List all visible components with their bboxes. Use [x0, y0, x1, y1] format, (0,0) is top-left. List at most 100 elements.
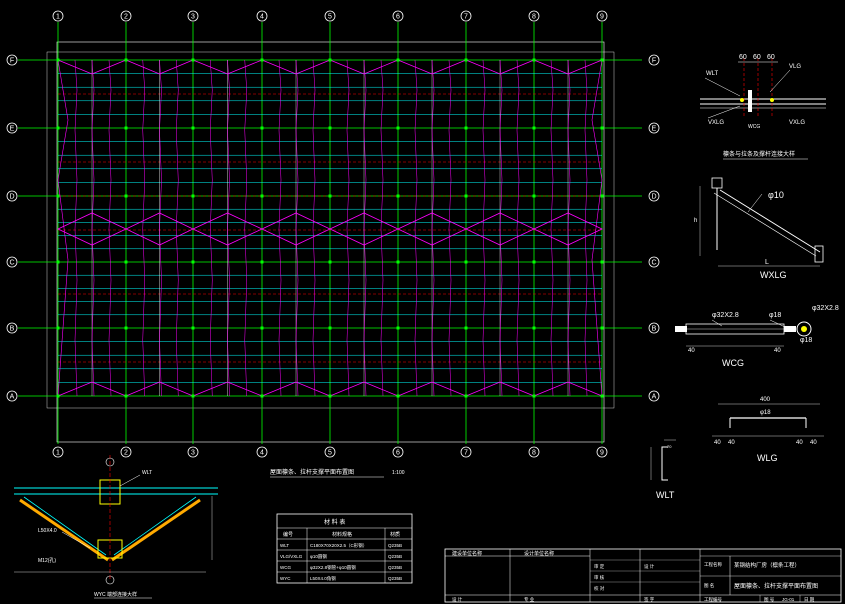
purlin-lines [58, 60, 602, 396]
wyc-label-bolt: M12(孔) [38, 557, 56, 564]
axis-label-row-F-left: F [10, 58, 14, 65]
axis-label-col-1-top: 1 [56, 14, 60, 21]
axis-bubble-6 [392, 10, 404, 22]
axis-bubble-2 [120, 10, 132, 22]
wlt-name: WLT [656, 490, 675, 500]
axis-bubble-F [6, 54, 18, 66]
material-cell-0-2: Q235B [388, 543, 402, 548]
title-col1-head: 建设单位名称 [452, 550, 482, 557]
dim-60-c: 60 [767, 54, 775, 61]
title-sign: 签 字 [644, 596, 655, 602]
axis-label-row-A-left: A [10, 394, 15, 401]
axis-label-col-9-top: 9 [600, 14, 604, 21]
axis-label-col-7-bottom: 7 [464, 450, 468, 457]
axis-label-row-E-left: E [10, 126, 15, 133]
wlg-dim-1: 40 [714, 440, 721, 446]
axis-bubble-7 [460, 446, 472, 458]
wxlg-name: WXLG [760, 270, 787, 280]
axis-bubble-E [6, 122, 18, 134]
title-row-3: 校 对 [594, 585, 605, 592]
axis-bubble-B [648, 322, 660, 334]
material-cell-3-1: L50X4.0角钢 [310, 575, 336, 582]
axis-bubble-8 [528, 446, 540, 458]
wcg-name: WCG [722, 358, 744, 368]
wlg-dim-2: 40 [728, 440, 735, 446]
detail-connection-caption: 檩条与拉条及撑杆连接大样 [723, 150, 795, 158]
axis-bubble-D [6, 190, 18, 202]
axis-bubble-D [648, 190, 660, 202]
axis-bubble-4 [256, 446, 268, 458]
label-vlg: VLG [789, 64, 801, 70]
axis-bubble-1 [52, 446, 64, 458]
axis-label-col-1-bottom: 1 [56, 450, 60, 457]
wyc-caption: WYC 端部连接大样 [94, 591, 137, 598]
axis-label-row-F-right: F [652, 58, 656, 65]
title-row-2: 审 核 [594, 574, 605, 581]
material-cell-1-1: φ10圆钢 [310, 553, 327, 560]
axis-label-col-4-bottom: 4 [260, 450, 264, 457]
axis-label-row-E-right: E [652, 126, 657, 133]
material-cell-0-0: WLT [280, 543, 289, 548]
plan-outer-frame [46, 51, 615, 409]
material-header-grade: 材质 [390, 531, 400, 538]
material-cell-3-0: WYC [280, 576, 291, 581]
title-row-1: 审 定 [594, 563, 605, 570]
axis-label-col-3-top: 3 [191, 14, 195, 21]
material-cell-0-1: C180X70X20X2.5（C形钢） [310, 542, 367, 549]
wyc-label-angle: L50X4.0 [38, 528, 57, 534]
axis-label-col-6-top: 6 [396, 14, 400, 21]
plan-scale: 1:100 [392, 470, 405, 476]
title-bottom-1: 工程编号 [704, 596, 722, 603]
wlg-dim-top: 400 [760, 397, 771, 403]
material-header-code: 编号 [283, 531, 293, 538]
wxlg-dim-h: h [694, 218, 697, 224]
title-drawing-name: 屋面檩条、拉杆支撑平面布置图 [734, 582, 818, 590]
wlt-dim: 70 [667, 444, 672, 449]
axis-label-row-B-left: B [10, 326, 15, 333]
title-row-4: 设 计 [644, 563, 655, 570]
axis-label-col-5-top: 5 [328, 14, 332, 21]
material-table-title: 材 料 表 [324, 518, 345, 526]
label-vxlg: VXLG [708, 120, 724, 126]
axis-label-col-2-top: 2 [124, 14, 128, 21]
axis-label-row-C-right: C [651, 260, 656, 267]
axis-label-col-7-top: 7 [464, 14, 468, 21]
axis-bubble-2 [120, 446, 132, 458]
title-col2-head: 设计单位名称 [524, 550, 554, 557]
axis-bubble-A [648, 390, 660, 402]
axis-bubble-5 [324, 446, 336, 458]
detail-wxlg: h L φ10 WXLG [694, 177, 824, 280]
wlg-dim-3: 40 [796, 440, 803, 446]
detail-wyc: WLT L50X4.0 M12(孔) WYC 端部连接大样 [14, 455, 218, 599]
title-bottom-2: 图 号 [764, 597, 775, 603]
title-project-label: 工程名称 [704, 561, 722, 568]
axis-bubble-5 [324, 10, 336, 22]
axis-bubble-3 [187, 10, 199, 22]
material-cell-2-0: WCG [280, 565, 291, 570]
title-footer-mid: 专 业 [524, 596, 535, 603]
axis-label-row-C-left: C [9, 260, 14, 267]
label-wlt-top: WLT [706, 71, 719, 77]
label-wcg-top: WCG [748, 124, 760, 130]
wcg-bar-section: φ18 [800, 337, 812, 344]
dim-60-b: 60 [753, 54, 761, 61]
dim-60-a: 60 [739, 54, 747, 61]
title-bottom-3: 日 期 [804, 597, 815, 603]
wcg-pipe-spec: φ32X2.8 [712, 312, 739, 319]
axis-bubble-C [648, 256, 660, 268]
axis-bubble-8 [528, 10, 540, 22]
axis-label-col-2-bottom: 2 [124, 450, 128, 457]
material-cell-1-0: VLG/VXLG [280, 554, 303, 559]
axis-bubble-4 [256, 10, 268, 22]
axis-label-row-B-right: B [652, 326, 657, 333]
axis-bubble-7 [460, 10, 472, 22]
label-vxlg-right: VXLG [789, 120, 805, 126]
title-drawing-number: JG-01 [782, 597, 795, 602]
plan-dimension-frame [56, 41, 605, 443]
axis-label-row-D-right: D [651, 194, 656, 201]
axis-bubble-F [648, 54, 660, 66]
